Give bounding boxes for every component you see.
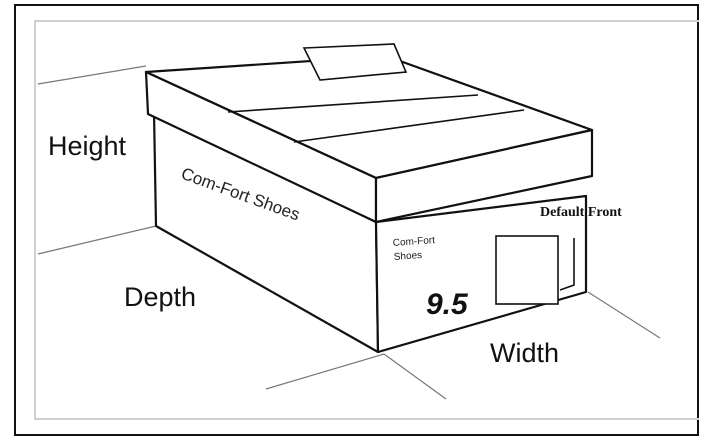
shoe-size: 9.5: [426, 288, 469, 321]
depth-label: Depth: [124, 282, 196, 312]
box-front-brand-line2: Shoes: [393, 250, 422, 263]
lid-stripe-2: [293, 109, 525, 143]
lid-front-rim: [374, 128, 594, 224]
height-label: Height: [48, 131, 127, 161]
width-label: Width: [490, 338, 559, 368]
front-window-edge: [559, 238, 575, 291]
box-front-brand-line1: Com-Fort: [392, 235, 435, 249]
box-front-face: [374, 194, 588, 354]
front-window: [495, 235, 559, 305]
floor-line-left: [37, 225, 157, 255]
back-wall-line: [37, 65, 147, 85]
default-front-label: Default Front: [540, 205, 622, 220]
lid-label-rectangle: [302, 43, 408, 81]
floor-line-corner: [383, 353, 447, 400]
lid-stripe-1: [227, 94, 479, 113]
floor-line-right: [587, 291, 661, 339]
figure-inner-border: [34, 20, 699, 420]
floor-line-front: [265, 353, 385, 390]
